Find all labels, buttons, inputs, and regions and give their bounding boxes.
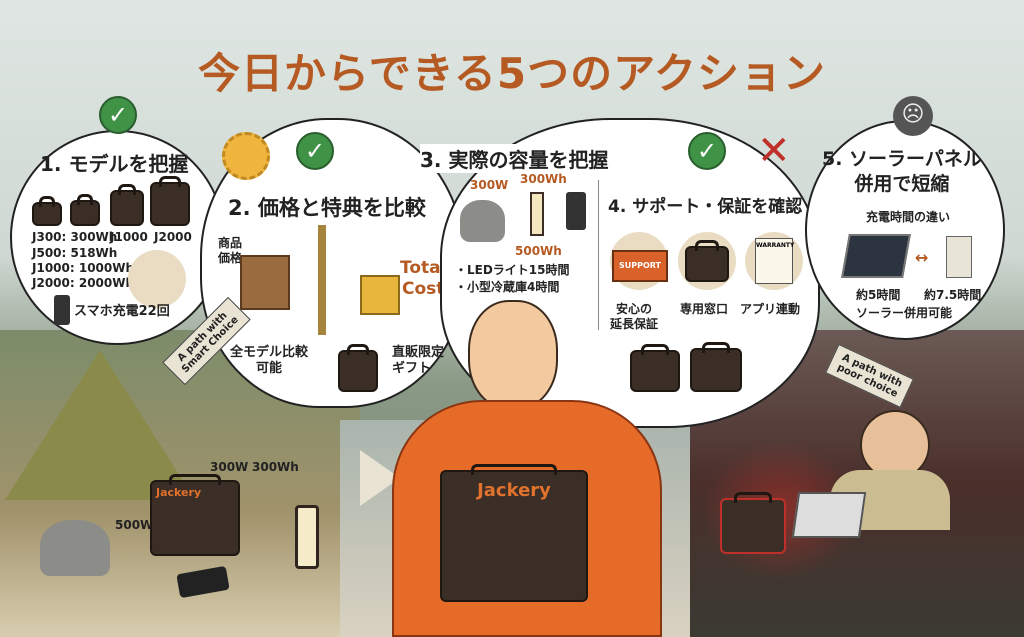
power-station-icon: [32, 196, 62, 226]
crates-icon: [240, 255, 290, 310]
power-station-icon: [630, 344, 680, 392]
power-station: Jackery: [150, 474, 240, 556]
held-power-station: Jackery: [440, 464, 588, 602]
checked-boxes-icon: [360, 275, 400, 315]
model-label: J1000: [110, 230, 148, 244]
support-desk-label: 専用窓口: [680, 302, 729, 316]
wh2-label: 500Wh: [515, 244, 562, 258]
broken-power-station: [720, 492, 786, 554]
step4-heading: 4. サポート・保証を確認: [608, 197, 803, 217]
power-station-icon: [110, 184, 144, 226]
power-station-icon: [150, 176, 190, 226]
solar-panel-icon: [841, 234, 911, 278]
power-station-icon: [338, 344, 378, 392]
kettle-icon: [460, 200, 505, 242]
gift-label: 直販限定 ギフト: [392, 345, 445, 377]
step5-bubble: [805, 120, 1005, 340]
app-link-label: アプリ連動: [740, 302, 801, 316]
step1-heading: 1. モデルを把握: [40, 152, 189, 176]
wh-label: 300Wh: [252, 460, 299, 474]
divider: [598, 180, 599, 330]
watt-label: 500W: [115, 518, 154, 532]
man-face: [468, 300, 558, 410]
balance-scale-icon: [318, 225, 326, 335]
step2-heading: 2. 価格と特典を比較: [228, 196, 426, 220]
usage-item: ・小型冷蔵庫4時間: [455, 280, 560, 294]
kettle-icon: [40, 520, 110, 576]
swap-arrow-icon: ↔: [915, 248, 929, 267]
lantern-icon: [530, 192, 544, 236]
tent: [5, 350, 195, 500]
power-station-icon: [70, 194, 100, 226]
warranty-doc: WARRANTY: [755, 238, 794, 284]
support-label: SUPPORT: [612, 250, 668, 282]
page-title: 今日からできる5つのアクション: [197, 49, 827, 98]
check-icon: ✓: [296, 132, 334, 170]
worried-person: [860, 410, 930, 480]
spec: J1000: 1000Wh: [32, 261, 135, 275]
price-label: 商品 価格: [218, 236, 243, 265]
solar-compatible: ソーラー併用可能: [856, 306, 953, 320]
outlet-icon: [946, 236, 972, 278]
broken-laptop-icon: [791, 492, 867, 538]
power-station-icon: [685, 240, 729, 282]
spec: J2000: 2000Wh: [32, 276, 135, 290]
phone-icon: [54, 295, 70, 325]
compare-all-label: 全モデル比較 可能: [230, 345, 309, 377]
step3-heading: 3. 実際の容量を把握: [420, 144, 609, 173]
cross-icon: ✕: [757, 128, 791, 174]
solar-time: 約5時間: [856, 288, 901, 302]
model-label: J300: 300Wh: [32, 230, 118, 244]
extended-warranty-label: 安心の 延長保証: [610, 302, 659, 331]
wh-label: 300Wh: [520, 172, 567, 186]
lantern-icon: [295, 505, 319, 569]
sun-icon: [222, 132, 270, 180]
power-station-icon: [690, 342, 742, 392]
check-icon: ✓: [99, 96, 137, 134]
outlet-time: 約7.5時間: [924, 288, 982, 302]
lantern-icon: [128, 250, 186, 308]
usage-item: ・LEDライト15時間: [455, 263, 570, 277]
watt-label: 300W: [470, 178, 509, 192]
watt-label: 300W: [210, 460, 249, 474]
charge-time-diff: 充電時間の違い: [866, 210, 951, 224]
phone-charge: スマホ充電22回: [74, 304, 170, 319]
total-cost-label: Total Cost: [400, 258, 447, 300]
step5-heading: 5. ソーラーパネル 併用で短縮: [822, 148, 982, 195]
check-icon: ✓: [688, 132, 726, 170]
sad-face-icon: ☹: [893, 96, 933, 136]
model-label: J2000: [154, 230, 192, 244]
phone-icon: [566, 192, 586, 230]
spec: J500: 518Wh: [32, 246, 118, 260]
step1-bubble: [10, 130, 225, 345]
